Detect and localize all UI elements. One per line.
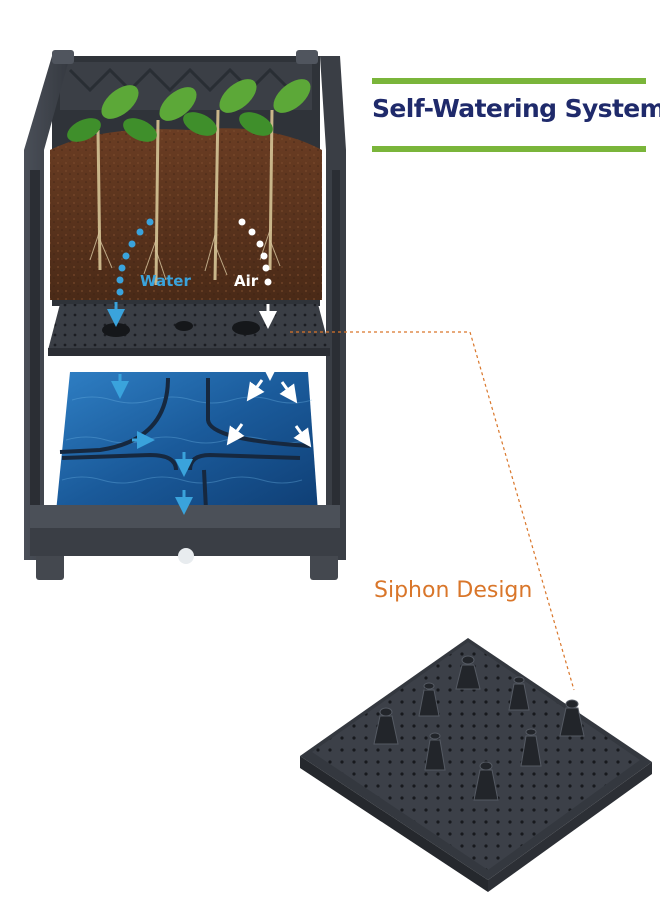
water-label: Water: [140, 272, 191, 290]
title-top-rule: [372, 78, 646, 84]
planter-base: [30, 505, 340, 564]
perforated-tray: [48, 304, 330, 356]
soil-layer: [50, 128, 322, 300]
water-arrow-icon: [116, 218, 154, 296]
plant-seedling-icon: [96, 109, 274, 286]
siphon-plate-illustration: [300, 638, 652, 892]
page-title: Self-Watering System: [372, 94, 660, 123]
air-arrow-icon: [238, 218, 272, 286]
title-bottom-rule: [372, 146, 646, 152]
siphon-design-label: Siphon Design: [374, 578, 533, 603]
siphon-leader-line: [290, 331, 575, 691]
water-reservoir: [56, 372, 318, 512]
title-block: Self-Watering System: [372, 78, 660, 152]
air-label: Air: [234, 272, 259, 290]
